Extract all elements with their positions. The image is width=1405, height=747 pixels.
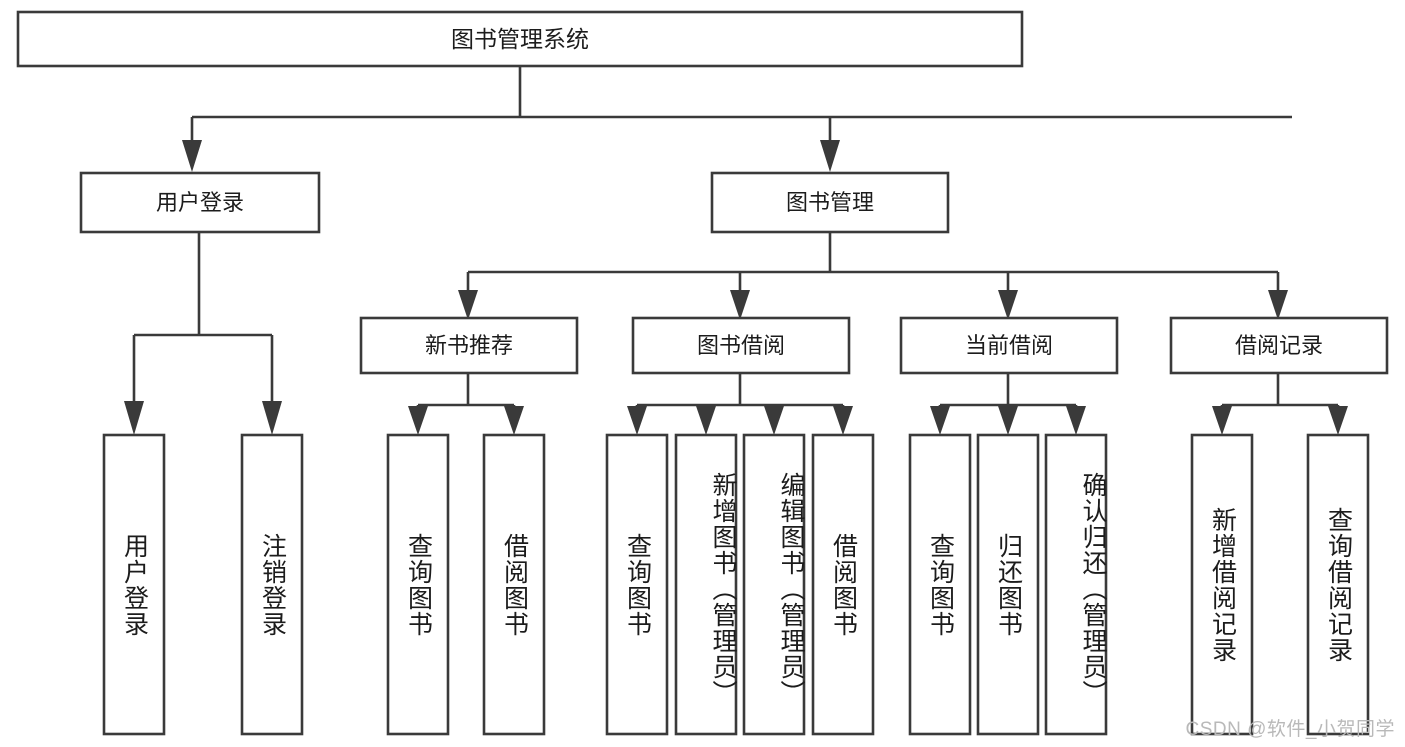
leaf-box-query-book-cur[interactable]	[908, 433, 972, 736]
connector-borrow-record-to-leaves	[1212, 373, 1348, 435]
node-current-borrow[interactable]: 当前借阅	[899, 316, 1119, 375]
node-user-login-label: 用户登录	[156, 190, 244, 215]
connector-user-login-to-leaves	[124, 232, 282, 435]
node-root-system-label: 图书管理系统	[451, 26, 589, 52]
leaf-box-logout[interactable]	[240, 433, 304, 736]
leaf-box-group	[102, 433, 1370, 736]
leaf-box-query-book-rec[interactable]	[386, 433, 450, 736]
leaf-box-confirm-return[interactable]	[1044, 433, 1108, 736]
watermark-text: CSDN @软件_小贺同学	[1185, 719, 1395, 740]
node-book-borrow-label: 图书借阅	[697, 333, 785, 358]
leaf-box-add-book-admin[interactable]	[674, 433, 738, 736]
leaf-box-borrow-book-rec[interactable]	[482, 433, 546, 736]
connector-current-borrow-to-leaves	[930, 373, 1086, 435]
node-user-login[interactable]: 用户登录	[79, 171, 321, 234]
node-root-system[interactable]: 图书管理系统	[16, 10, 1024, 68]
node-book-management[interactable]: 图书管理	[710, 171, 950, 234]
node-new-book-recommend-label: 新书推荐	[425, 333, 513, 358]
leaf-box-borrow-book[interactable]	[811, 433, 875, 736]
leaf-box-query-book-borrow[interactable]	[605, 433, 669, 736]
node-current-borrow-label: 当前借阅	[965, 333, 1053, 358]
node-new-book-recommend[interactable]: 新书推荐	[359, 316, 579, 375]
leaf-box-user-login[interactable]	[102, 433, 166, 736]
connector-book-manage-to-level3	[458, 232, 1288, 320]
leaf-box-add-record[interactable]	[1190, 433, 1254, 736]
leaf-box-edit-book-admin[interactable]	[742, 433, 806, 736]
connector-root-to-level2	[182, 66, 1292, 172]
node-book-management-label: 图书管理	[786, 190, 874, 215]
connector-book-borrow-to-leaves	[627, 373, 853, 435]
node-borrow-record[interactable]: 借阅记录	[1169, 316, 1389, 375]
leaf-box-return-book[interactable]	[976, 433, 1040, 736]
node-borrow-record-label: 借阅记录	[1235, 333, 1323, 358]
leaf-box-query-record[interactable]	[1306, 433, 1370, 736]
connector-new-book-rec-to-leaves	[408, 373, 524, 435]
node-book-borrow[interactable]: 图书借阅	[631, 316, 851, 375]
